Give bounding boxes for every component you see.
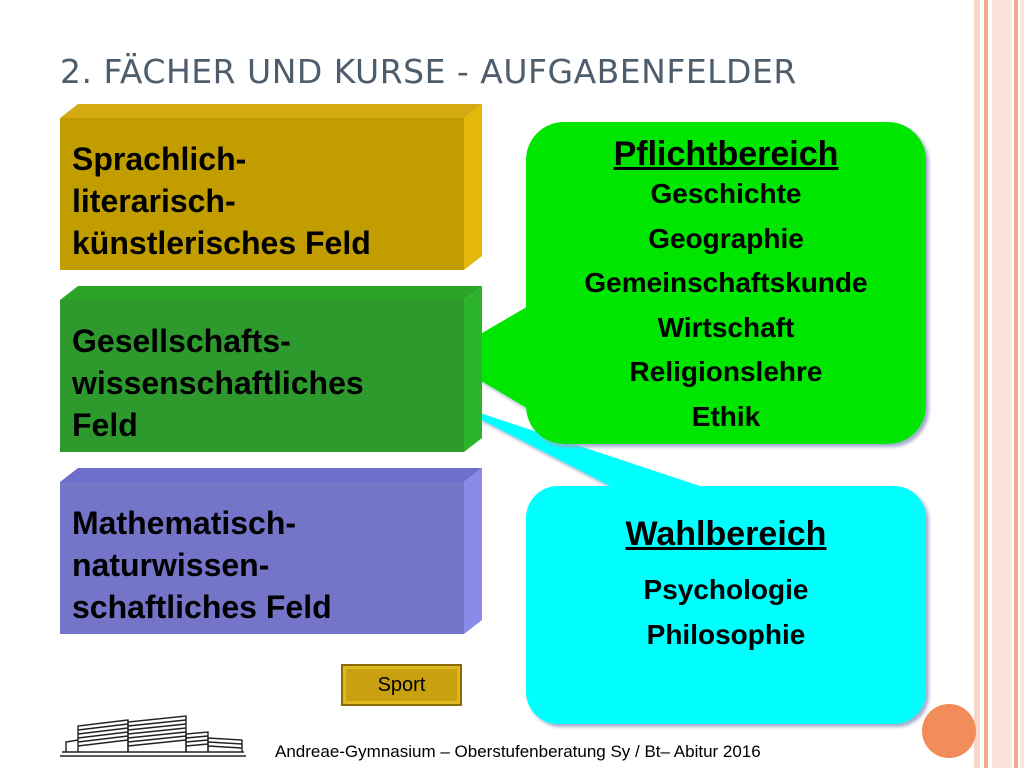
pflichtbereich-callout: Pflichtbereich Geschichte Geographie Gem… — [526, 122, 926, 444]
list-item: Religionslehre — [629, 356, 823, 387]
slide-title: 2. FÄCHER UND KURSE - AUFGABENFELDER — [60, 52, 797, 91]
sport-box: Sport — [341, 664, 462, 706]
list-item: Geschichte — [650, 178, 802, 209]
school-building-logo-icon — [60, 715, 246, 757]
list-item: Geographie — [648, 222, 804, 254]
field-line: künstlerisches Feld — [72, 225, 371, 262]
field-line: Sprachlich- — [72, 141, 247, 177]
field-line: Feld — [72, 407, 138, 444]
field-line: wissenschaftliches — [72, 365, 364, 402]
field-line: literarisch- — [72, 183, 236, 220]
list-item: Gemeinschaftskunde — [584, 267, 868, 298]
orange-circle-icon — [922, 704, 976, 758]
list-item: Wirtschaft — [657, 311, 795, 343]
wahlbereich-callout: Wahlbereich Psychologie Philosophie — [526, 486, 926, 724]
field-line: schaftliches Feld — [72, 589, 332, 626]
decorative-stripes — [974, 0, 1024, 768]
list-item: Ethik — [691, 400, 761, 432]
list-item: Philosophie — [646, 618, 806, 650]
pflichtbereich-heading: Pflichtbereich — [613, 135, 839, 173]
wahlbereich-heading: Wahlbereich — [625, 515, 827, 553]
field-line: Mathematisch- — [72, 505, 297, 541]
field-line: Gesellschafts- — [72, 323, 291, 359]
field-line: naturwissen- — [72, 547, 270, 584]
field-mathematisch: Mathematisch- naturwissen- schaftliches … — [60, 482, 464, 634]
footer-text: Andreae-Gymnasium – Oberstufenberatung S… — [275, 742, 761, 761]
field-sprachlich: Sprachlich- literarisch- künstlerisches … — [60, 118, 464, 270]
pflicht-callout-shape — [441, 122, 926, 444]
field-gesellschaft: Gesellschafts- wissenschaftliches Feld — [60, 300, 464, 452]
list-item: Psychologie — [643, 574, 809, 605]
